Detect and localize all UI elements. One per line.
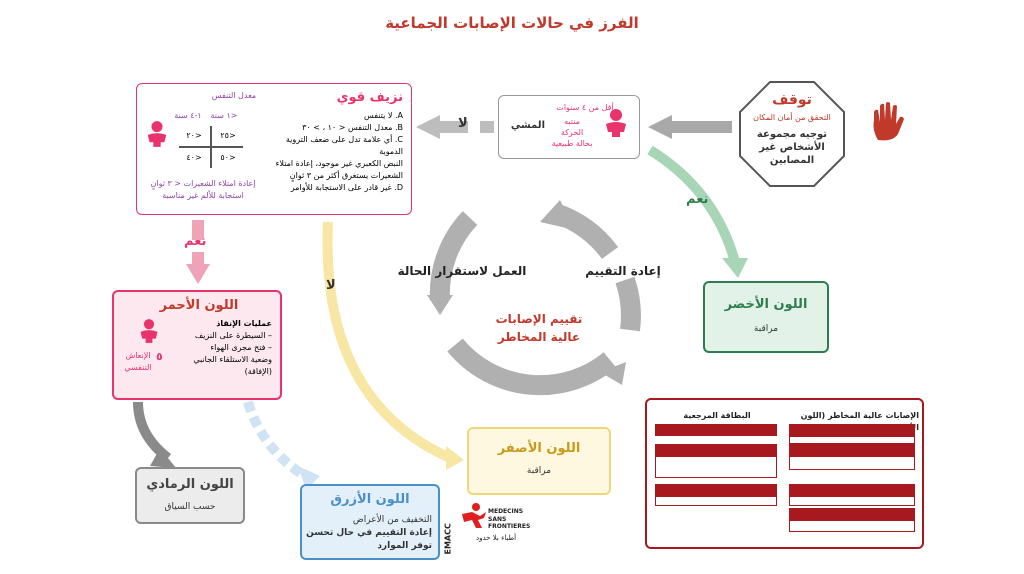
ref-col-left: البطاقة المرجعية [683, 411, 751, 420]
emacc-logo: EMACC [440, 500, 454, 556]
arrow-red-to-grey [133, 401, 176, 468]
cycle-center-2: عالية المخاطر [497, 330, 581, 344]
walking-attention: منتبه [564, 117, 580, 126]
grey-title: اللون الرمادي [146, 477, 234, 492]
ref-field [655, 496, 777, 506]
cycle-right-label: إعادة التقييم [585, 264, 661, 278]
blue-line-3: توفر الموارد [377, 541, 432, 551]
stop-sign: توقف التحقق من أمان المكان توجيه مجموعة … [738, 80, 846, 188]
green-title: اللون الأخضر [724, 297, 808, 312]
red-title: اللون الأحمر [159, 298, 239, 313]
arrow-walking-to-green [647, 145, 748, 278]
cell-1: <٢٥ [220, 131, 236, 140]
red-action-2: – السيطرة على النزيف [194, 331, 272, 340]
criterion-c-detail1: النبض الكعبري غير موجود، إعادة امتلاء [275, 159, 403, 168]
no-label-yellow: لا [326, 278, 336, 293]
cycle-arrows [429, 203, 641, 396]
msf-name-3: أطباء بلا حدود [476, 534, 517, 542]
grey-sub: حسب السياق [164, 502, 216, 512]
resp-rate-label: معدل التنفس [211, 91, 257, 100]
ref-field [789, 456, 915, 470]
criterion-c-detail2: الشعيرات يستغرق أكثر من ٣ ثوانٍ [289, 171, 403, 180]
severe-criteria: A. لا يتنفس B. معدل التنفس < ١٠ ، > ٣٠ C… [261, 110, 403, 194]
stop-check: التحقق من أمان المكان [753, 113, 831, 122]
severe-title: نزيف قوي [336, 90, 403, 105]
yes-label-green: نعم [686, 192, 709, 207]
msf-runner-icon [462, 503, 486, 528]
criterion-c: C. أي علامة تدل على ضعف التروية الدموية [285, 135, 403, 156]
red-action-4: وضعية الاستلقاء الجانبي [193, 355, 272, 364]
red-box: اللون الأحمر عمليات الإنقاذ – السيطرة عل… [112, 290, 282, 400]
walking-normal: بحالة طبيعية [551, 139, 593, 148]
ref-field [789, 496, 915, 506]
arrow-walking-to-severe [416, 115, 494, 139]
msf-logo: MEDECINS SANS FRONTIERES أطباء بلا حدود [458, 502, 538, 554]
red-action-3: – فتح مجرى الهواء [210, 343, 272, 352]
ref-bar [789, 508, 915, 520]
resp-grid: <٢٥ <٢٠ <٥٠ <٤٠ [179, 126, 243, 168]
col-under-1: <١ سنة [210, 111, 238, 120]
green-box: اللون الأخضر مراقبة [703, 281, 829, 353]
criterion-d: D. غير قادر على الاستجابة للأوامر [290, 183, 403, 192]
hand-icon [868, 100, 908, 144]
arrow-red-to-blue [243, 400, 320, 490]
ref-bar [655, 484, 777, 496]
cell-2: <٢٠ [186, 131, 202, 140]
walking-age: أقل من ٤ سنوات [556, 103, 614, 112]
breaths-count: ٥ [156, 350, 163, 363]
yes-label-red: نعم [184, 234, 207, 249]
ref-bar [655, 444, 777, 456]
cell-3: <٥٠ [220, 153, 236, 162]
severe-box: نزيف قوي A. لا يتنفس B. معدل التنفس < ١٠… [136, 83, 412, 215]
child-icon [603, 108, 629, 138]
red-action-1: عمليات الإنقاذ [216, 319, 272, 328]
red-action-5: (الإفاقة) [244, 367, 272, 376]
ref-bar [789, 444, 915, 456]
arrow-stop-to-walking [648, 115, 732, 139]
msf-name-1: MEDECINS [488, 508, 524, 515]
walking-movement: الحركة [560, 128, 584, 137]
child-icon [138, 318, 160, 344]
arrow-severe-to-yellow [322, 221, 464, 470]
ref-bar [655, 424, 777, 436]
blue-line-2: إعادة التقييم في حال تحسن [306, 528, 432, 538]
yellow-box: اللون الأصفر مراقبة [467, 427, 611, 495]
blue-line-1: التخفيف من الأعراض [352, 515, 432, 525]
criterion-b: B. معدل التنفس < ١٠ ، > ٣٠ [302, 123, 403, 132]
page-title: الفرز في حالات الإصابات الجماعية [385, 14, 639, 32]
pain-text: استجابة للألم غير مناسبة [162, 191, 244, 200]
walking-label: المشي [510, 120, 545, 131]
ref-bar [789, 484, 915, 496]
col-1-4: ١-٤ سنة [174, 111, 202, 120]
breaths-label: الإنعاش التنفسي [124, 351, 152, 372]
criterion-a: A. لا يتنفس [364, 111, 403, 120]
walking-box: المشي أقل من ٤ سنوات منتبه الحركة بحالة … [498, 95, 640, 159]
blue-title: اللون الأزرق [330, 492, 410, 507]
ref-field [655, 456, 777, 478]
cycle-center-1: تقييم الإصابات [495, 312, 583, 326]
cycle-left-label: العمل لاستقرار الحالة [397, 264, 527, 278]
stop-direct: توجيه مجموعة الأشخاص غير المصابين [756, 129, 828, 166]
reference-card: الإصابات عالية المخاطر (اللون الأحمر) ال… [645, 398, 924, 549]
child-icon [145, 120, 169, 148]
blue-box: اللون الأزرق التخفيف من الأعراض إعادة ال… [300, 484, 440, 560]
red-actions: عمليات الإنقاذ – السيطرة على النزيف – فت… [172, 318, 272, 378]
ref-field [789, 520, 915, 532]
yellow-sub: مراقبة [526, 466, 552, 476]
yellow-title: اللون الأصفر [497, 441, 581, 456]
ref-bar [789, 424, 915, 436]
grey-box: اللون الرمادي حسب السياق [135, 467, 245, 524]
ref-field [789, 436, 915, 444]
cell-4: <٤٠ [186, 153, 202, 162]
no-label-walking: لا [458, 116, 468, 131]
emacc-text: EMACC [443, 523, 453, 555]
green-sub: مراقبة [753, 324, 779, 334]
refill-text: إعادة امتلاء الشعيرات < ٣ ثوانٍ [150, 179, 256, 188]
arrow-severe-to-red [186, 220, 210, 284]
msf-name-2: SANS FRONTIERES [488, 516, 531, 530]
stop-title: توقف [772, 92, 812, 108]
